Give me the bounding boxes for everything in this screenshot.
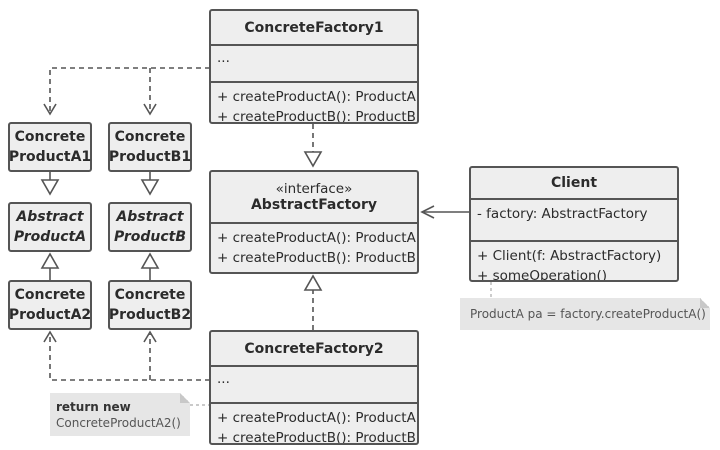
concrete-factory1-class: ConcreteFactory1 ... + createProductA():… [209, 9, 419, 124]
abstract-product-a: Abstract ProductA [8, 202, 92, 252]
client-note-text: ProductA pa = factory.createProductA() [470, 307, 706, 321]
cf1-implements-triangle [303, 151, 323, 168]
factory2-note-text: ConcreteProductA2() [56, 416, 181, 430]
concrete-factory2-method-b: + createProductB(): ProductB [217, 430, 416, 445]
b1-extends-triangle [140, 179, 160, 196]
abstract-a-line2: ProductA [13, 229, 87, 245]
product-b2-line2: ProductB2 [108, 307, 192, 323]
abstract-b-line1: Abstract [116, 209, 184, 225]
abstract-factory-title: AbstractFactory [250, 197, 378, 213]
concrete-product-a2: Concrete ProductA2 [8, 280, 92, 330]
concrete-factory1-methods: + createProductA(): ProductA + createPro… [211, 81, 417, 124]
interface-stereotype: «interface» [275, 181, 353, 197]
product-b2-line1: Concrete [114, 287, 186, 303]
factory2-note-keyword: return new [56, 400, 131, 414]
concrete-product-b2: Concrete ProductB2 [108, 280, 192, 330]
factory2-note: return new ConcreteProductA2() [50, 393, 190, 436]
concrete-product-b1: Concrete ProductB1 [108, 122, 192, 172]
client-association-arrow [420, 205, 435, 219]
concrete-product-a1: Concrete ProductA1 [8, 122, 92, 172]
concrete-factory2-title: ConcreteFactory2 [244, 340, 384, 357]
concrete-factory2-methods: + createProductA(): ProductA + createPro… [211, 402, 417, 445]
abstract-factory-method-b: + createProductB(): ProductB [217, 250, 416, 266]
concrete-factory1-fields: ... [211, 44, 417, 81]
client-methods: + Client(f: AbstractFactory) + someOpera… [471, 240, 677, 282]
a2-extends-triangle [40, 252, 60, 269]
client-note: ProductA pa = factory.createProductA() [460, 298, 710, 330]
concrete-factory1-method-a: + createProductA(): ProductA [217, 89, 416, 105]
note-fold-icon [700, 298, 710, 308]
concrete-factory2-method-a: + createProductA(): ProductA [217, 410, 416, 426]
cf2-implements-triangle [303, 274, 323, 291]
client-method-operation: + someOperation() [477, 268, 608, 282]
cf1-creates-b1-arrow [143, 103, 157, 116]
abstract-factory-method-a: + createProductA(): ProductA [217, 230, 416, 246]
client-fields: - factory: AbstractFactory [471, 198, 677, 240]
cf1-creates-a1-line [49, 67, 210, 112]
abstract-factory-header: «interface» AbstractFactory [211, 172, 417, 222]
a1-extends-triangle [40, 179, 60, 196]
abstract-product-b: Abstract ProductB [108, 202, 192, 252]
b2-extends-triangle [140, 252, 160, 269]
product-a1-line1: Concrete [14, 129, 86, 145]
product-a2-line2: ProductA2 [8, 307, 92, 323]
cf2-creates-a2-arrow [43, 330, 57, 343]
concrete-factory1-method-b: + createProductB(): ProductB [217, 109, 416, 124]
client-class: Client - factory: AbstractFactory + Clie… [469, 166, 679, 282]
concrete-factory2-fields: ... [211, 365, 417, 402]
client-title: Client [550, 175, 598, 191]
concrete-factory2-class: ConcreteFactory2 ... + createProductA():… [209, 330, 419, 445]
note-fold-icon [180, 393, 190, 403]
abstract-factory-methods: + createProductA(): ProductA + createPro… [211, 222, 417, 272]
concrete-factory1-title: ConcreteFactory1 [244, 19, 384, 36]
abstract-b-line2: ProductB [113, 229, 186, 245]
cf1-creates-a1-arrow [43, 103, 57, 116]
abstract-factory-interface: «interface» AbstractFactory + createProd… [209, 170, 419, 274]
product-a1-line2: ProductA1 [8, 149, 92, 165]
product-b1-line1: Concrete [114, 129, 186, 145]
cf2-creates-b2-arrow [143, 330, 157, 343]
cf2-creates-a2-line [49, 334, 210, 381]
product-b1-line2: ProductB1 [108, 149, 192, 165]
client-method-constructor: + Client(f: AbstractFactory) [477, 248, 662, 264]
abstract-a-line1: Abstract [16, 209, 84, 225]
product-a2-line1: Concrete [14, 287, 86, 303]
